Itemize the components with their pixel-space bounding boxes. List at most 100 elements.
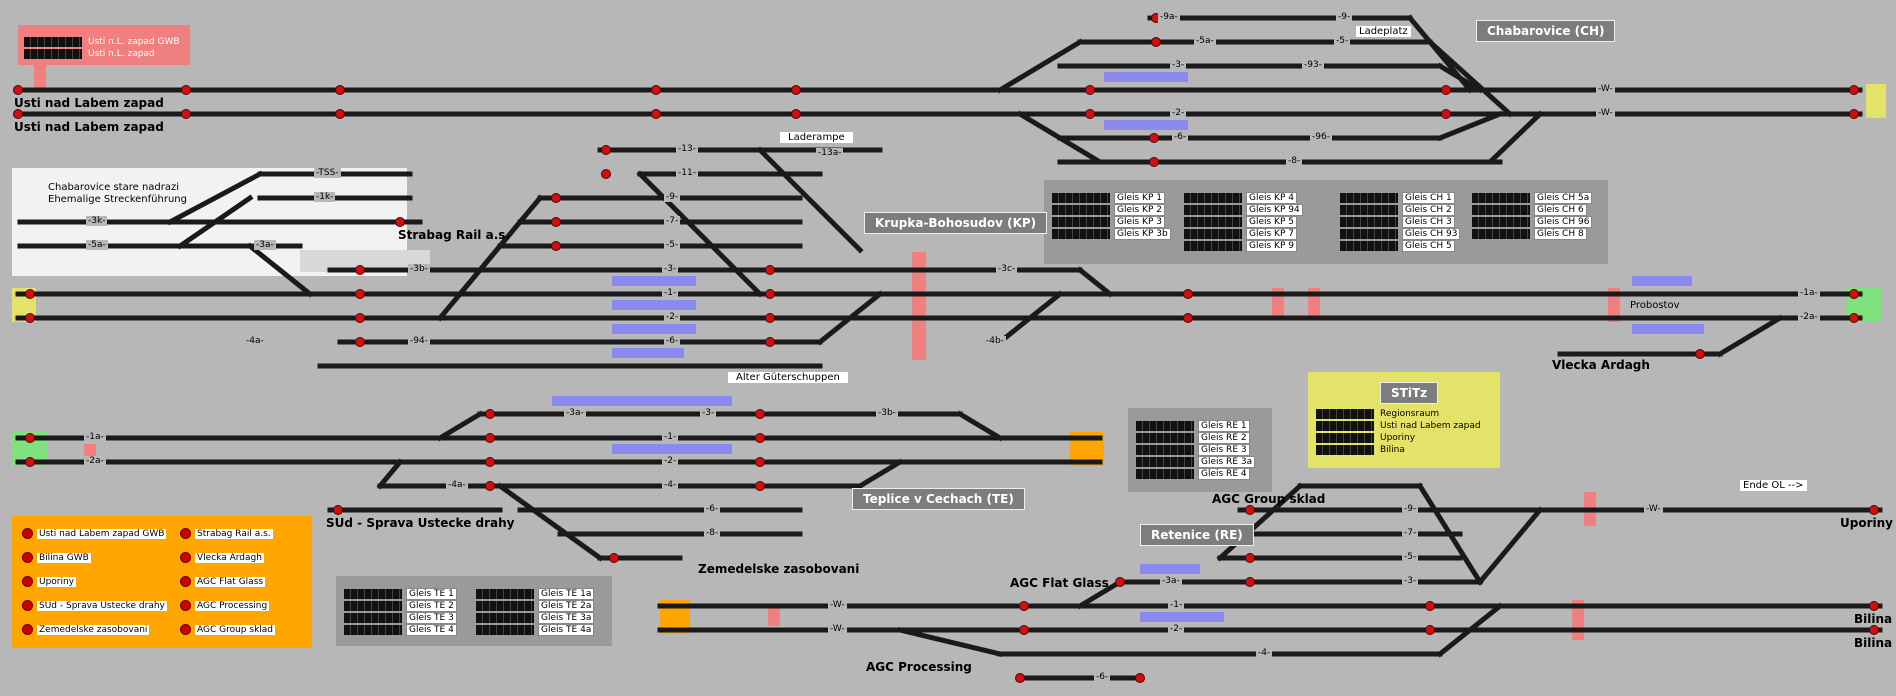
station-agc-processing[interactable]: AGC Processing xyxy=(866,660,972,674)
signal-light[interactable] xyxy=(1183,289,1193,299)
legend-item[interactable]: AGC Processing xyxy=(180,600,270,611)
stitz-row[interactable]: Usti nad Labem zapad xyxy=(1316,420,1483,432)
stitz-row[interactable]: Bilina xyxy=(1316,444,1407,456)
signal-light[interactable] xyxy=(1869,601,1879,611)
signal-light[interactable] xyxy=(181,85,191,95)
legend-item[interactable]: Zemedelske zasobovani xyxy=(22,624,150,635)
signal-light[interactable] xyxy=(765,313,775,323)
kp-track-row[interactable]: Gleis CH 3 xyxy=(1340,216,1455,228)
te-track-row[interactable]: Gleis TE 1 xyxy=(344,588,457,600)
legend-item[interactable]: Uporiny xyxy=(22,576,77,587)
signal-light[interactable] xyxy=(651,109,661,119)
kp-track-row[interactable]: Gleis KP 2 xyxy=(1052,204,1165,216)
signal-light[interactable] xyxy=(791,109,801,119)
signal-light[interactable] xyxy=(1149,157,1159,167)
signal-light[interactable] xyxy=(485,481,495,491)
kp-track-row[interactable]: Gleis KP 9 xyxy=(1184,240,1297,252)
re-track-row[interactable]: Gleis RE 1 xyxy=(1136,420,1250,432)
signal-light[interactable] xyxy=(395,217,405,227)
signal-light[interactable] xyxy=(13,85,23,95)
header-krupka[interactable]: Krupka-Bohosudov (KP) xyxy=(864,212,1048,234)
signal-light[interactable] xyxy=(601,145,611,155)
signal-light[interactable] xyxy=(1425,625,1435,635)
kp-track-row[interactable]: Gleis KP 3b xyxy=(1052,228,1171,240)
station-uporiny[interactable]: Uporiny xyxy=(1840,516,1893,530)
station-ardagh[interactable]: Vlecka Ardagh xyxy=(1552,358,1650,372)
legend-item[interactable]: AGC Group sklad xyxy=(180,624,276,635)
te-track-row[interactable]: Gleis TE 3 xyxy=(344,612,457,624)
signal-light[interactable] xyxy=(355,265,365,275)
legend-item[interactable]: AGC Flat Glass xyxy=(180,576,266,587)
te-track-row[interactable]: Gleis TE 3a xyxy=(476,612,595,624)
te-track-row[interactable]: Gleis TE 2a xyxy=(476,600,595,612)
re-track-row[interactable]: Gleis RE 2 xyxy=(1136,432,1250,444)
signal-light[interactable] xyxy=(1245,553,1255,563)
stitz-row[interactable]: Uporiny xyxy=(1316,432,1418,444)
header-retenice[interactable]: Retenice (RE) xyxy=(1140,524,1254,546)
kp-track-row[interactable]: Gleis KP 94 xyxy=(1184,204,1303,216)
station-zemedelske[interactable]: Zemedelske zasobovani xyxy=(698,562,860,576)
signal-light[interactable] xyxy=(333,505,343,515)
station-usti-2[interactable]: Usti nad Labem zapad xyxy=(14,120,164,134)
signal-light[interactable] xyxy=(765,337,775,347)
signal-light[interactable] xyxy=(1849,109,1859,119)
kp-track-row[interactable]: Gleis KP 3 xyxy=(1052,216,1165,228)
legend-item[interactable]: Usti nad Labem zapad GWB xyxy=(22,528,167,539)
kp-track-row[interactable]: Gleis CH 2 xyxy=(1340,204,1455,216)
signal-light[interactable] xyxy=(25,433,35,443)
signal-light[interactable] xyxy=(551,193,561,203)
signal-light[interactable] xyxy=(355,289,365,299)
signal-light[interactable] xyxy=(765,265,775,275)
signal-light[interactable] xyxy=(551,241,561,251)
re-track-row[interactable]: Gleis RE 3 xyxy=(1136,444,1250,456)
signal-light[interactable] xyxy=(1183,313,1193,323)
signal-light[interactable] xyxy=(355,313,365,323)
kp-track-row[interactable]: Gleis CH 96 xyxy=(1472,216,1593,228)
kp-track-row[interactable]: Gleis KP 4 xyxy=(1184,192,1297,204)
kp-track-row[interactable]: Gleis CH 5a xyxy=(1472,192,1593,204)
re-track-row[interactable]: Gleis RE 3a xyxy=(1136,456,1256,468)
legend-item[interactable]: Bilina GWB xyxy=(22,552,91,563)
signal-light[interactable] xyxy=(755,481,765,491)
signal-light[interactable] xyxy=(1149,133,1159,143)
signal-light[interactable] xyxy=(1085,109,1095,119)
signal-light[interactable] xyxy=(1869,505,1879,515)
stitz-row[interactable]: Regionsraum xyxy=(1316,408,1442,420)
legend-item[interactable]: Strabag Rail a.s. xyxy=(180,528,273,539)
kp-track-row[interactable]: Gleis CH 6 xyxy=(1472,204,1587,216)
signal-light[interactable] xyxy=(1245,577,1255,587)
signal-light[interactable] xyxy=(25,289,35,299)
signal-light[interactable] xyxy=(1849,289,1859,299)
kp-track-row[interactable]: Gleis KP 1 xyxy=(1052,192,1165,204)
signal-light[interactable] xyxy=(755,409,765,419)
signal-light[interactable] xyxy=(1441,85,1451,95)
te-track-row[interactable]: Gleis TE 4 xyxy=(344,624,457,636)
kp-track-row[interactable]: Gleis KP 5 xyxy=(1184,216,1297,228)
kp-track-row[interactable]: Gleis KP 7 xyxy=(1184,228,1297,240)
signal-light[interactable] xyxy=(755,457,765,467)
signal-light[interactable] xyxy=(609,553,619,563)
signal-light[interactable] xyxy=(1441,109,1451,119)
signal-light[interactable] xyxy=(755,433,765,443)
signal-light[interactable] xyxy=(355,337,365,347)
header-teplice[interactable]: Teplice v Cechach (TE) xyxy=(852,488,1025,510)
signal-light[interactable] xyxy=(13,109,23,119)
kp-track-row[interactable]: Gleis CH 5 xyxy=(1340,240,1455,252)
station-strabag[interactable]: Strabag Rail a.s. xyxy=(398,228,510,242)
signal-light[interactable] xyxy=(1695,349,1705,359)
station-agc-flat[interactable]: AGC Flat Glass xyxy=(1010,576,1109,590)
signal-light[interactable] xyxy=(1135,673,1145,683)
signal-light[interactable] xyxy=(551,217,561,227)
te-track-row[interactable]: Gleis TE 2 xyxy=(344,600,457,612)
signal-light[interactable] xyxy=(1849,313,1859,323)
te-track-row[interactable]: Gleis TE 1a xyxy=(476,588,595,600)
legend-item[interactable]: Vlecka Ardagh xyxy=(180,552,264,563)
signal-light[interactable] xyxy=(1151,37,1161,47)
signal-light[interactable] xyxy=(1085,85,1095,95)
signal-light[interactable] xyxy=(651,85,661,95)
station-bilina-2[interactable]: Bilina xyxy=(1854,636,1893,650)
kp-track-row[interactable]: Gleis CH 1 xyxy=(1340,192,1455,204)
signal-light[interactable] xyxy=(25,313,35,323)
station-usti-1[interactable]: Usti nad Labem zapad xyxy=(14,96,164,110)
signal-light[interactable] xyxy=(791,85,801,95)
